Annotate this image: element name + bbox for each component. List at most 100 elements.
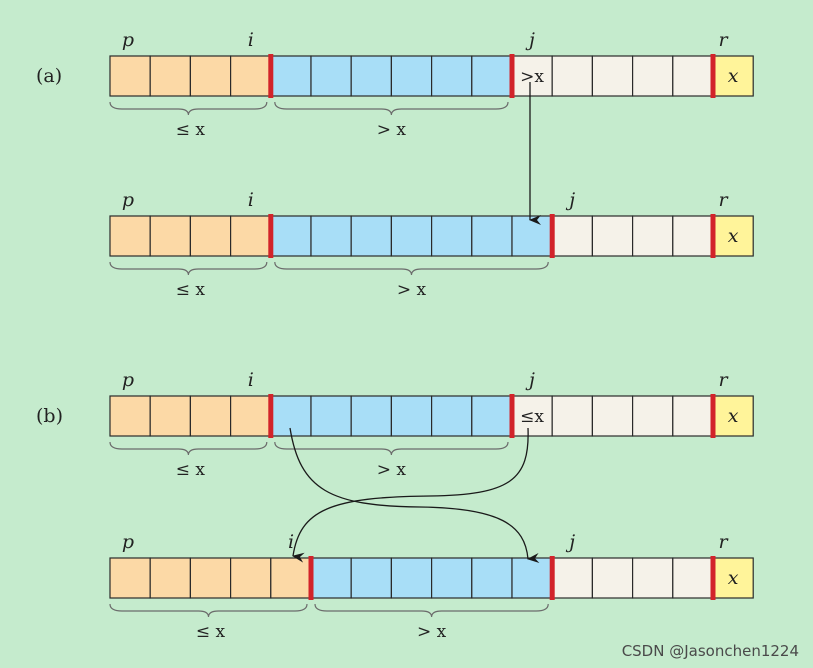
cell-gt [350, 215, 393, 257]
cell-le [149, 55, 191, 97]
cell-le [109, 215, 151, 257]
boundary-marker [268, 214, 274, 258]
cell-le [189, 55, 232, 97]
cell-gt [471, 395, 513, 437]
case-label-b: (b) [36, 405, 63, 427]
cell-unknown [672, 215, 714, 257]
cell-le [230, 215, 272, 257]
cell-gt [350, 395, 393, 437]
current-cell-text: >x [520, 67, 544, 87]
index-label-i: i [248, 29, 254, 51]
cell-unknown [591, 215, 634, 257]
cell-gt [471, 215, 513, 257]
index-label-i: i [248, 189, 254, 211]
index-label-r: r [719, 29, 730, 51]
cell-le [109, 557, 151, 599]
pivot-text: x [728, 225, 739, 247]
cell-le [189, 215, 232, 257]
cell-le [149, 557, 191, 599]
cell-pivot [712, 55, 754, 97]
arrows-layer [289, 82, 541, 564]
index-label-i: i [248, 369, 254, 391]
boundary-marker [509, 54, 515, 98]
cell-le [230, 557, 272, 599]
brace-le [109, 101, 268, 116]
cell-unknown [631, 55, 674, 97]
boundary-marker [710, 54, 716, 98]
swap-arrow-to-i [292, 427, 529, 563]
index-label-p: p [122, 531, 134, 553]
cell-unknown [591, 395, 634, 437]
pivot-text: x [728, 65, 739, 87]
brace-label-gt: > x [397, 280, 427, 300]
brace-label-le: ≤ x [196, 622, 226, 642]
brace-gt [274, 261, 549, 276]
brace-le [109, 603, 308, 618]
index-label-r: r [719, 189, 730, 211]
cell-le [230, 395, 272, 437]
pivot-text: x [728, 567, 739, 589]
brace-le [109, 441, 268, 456]
case-label-a: (a) [36, 65, 62, 87]
brace-label-le: ≤ x [176, 120, 206, 140]
boundary-marker [509, 394, 515, 438]
cell-unknown [672, 557, 714, 599]
brace-le [109, 261, 268, 276]
cell-le [270, 557, 312, 599]
brace-label-le: ≤ x [176, 280, 206, 300]
cell-le [109, 395, 151, 437]
boundary-marker [710, 556, 716, 600]
boundary-marker [268, 394, 274, 438]
cell-le [230, 55, 272, 97]
cell-unknown [551, 395, 594, 437]
brace-label-gt: > x [377, 120, 407, 140]
cell-le [109, 55, 151, 97]
watermark-text: CSDN @Jasonchen1224 [621, 642, 799, 660]
cell-le [149, 395, 191, 437]
cell-gt [310, 395, 352, 437]
cell-gt [431, 557, 473, 599]
cell-unknown [551, 215, 594, 257]
cell-le [189, 395, 232, 437]
index-label-i: i [288, 531, 294, 553]
cell-le [149, 215, 191, 257]
brace-label-le: ≤ x [176, 460, 206, 480]
boundary-marker [308, 556, 314, 600]
cell-unknown [672, 395, 714, 437]
cell-gt [310, 557, 352, 599]
cell-gt [390, 557, 433, 599]
index-label-p: p [122, 369, 134, 391]
brace-gt [274, 441, 509, 456]
cell-gt [471, 557, 513, 599]
cell-unknown [631, 395, 674, 437]
cell-gt [270, 55, 312, 97]
index-label-p: p [122, 29, 134, 51]
cell-unknown [511, 395, 553, 437]
cell-gt [310, 55, 352, 97]
cell-gt [390, 395, 433, 437]
cell-gt [431, 55, 473, 97]
cell-gt [390, 55, 433, 97]
index-label-p: p [122, 189, 134, 211]
cell-unknown [551, 557, 594, 599]
pivot-text: x [728, 405, 739, 427]
cell-gt [431, 395, 473, 437]
cell-unknown [591, 557, 634, 599]
swap-arrow-to-j [289, 427, 540, 564]
index-label-j: j [565, 189, 575, 211]
cell-unknown [672, 55, 714, 97]
array-row-a-after: x p i j r ≤ x > x [109, 189, 754, 300]
cell-gt [511, 557, 553, 599]
cell-gt [350, 55, 393, 97]
brace-label-gt: > x [377, 460, 407, 480]
cell-unknown [631, 215, 674, 257]
cell-unknown [551, 55, 594, 97]
boundary-marker [549, 214, 555, 258]
current-cell-text: ≤x [520, 407, 544, 427]
cell-gt [350, 557, 393, 599]
cell-unknown [591, 55, 634, 97]
